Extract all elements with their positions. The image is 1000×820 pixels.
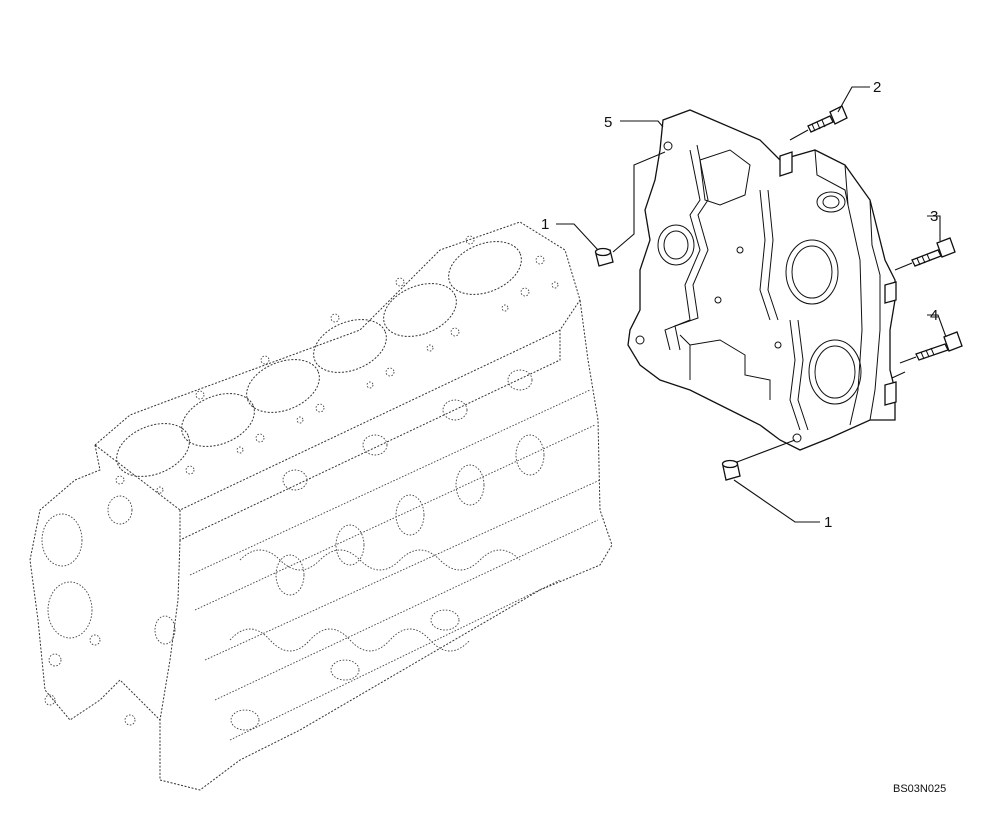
- callout-5: 5: [604, 114, 612, 131]
- cap-screw-icon: [807, 105, 848, 133]
- spacer-bushing-icon: [721, 459, 741, 481]
- spacer-bushing-icon: [594, 247, 614, 267]
- timing-gear-housing-icon: [627, 109, 897, 451]
- callout-1-top: 1: [541, 216, 549, 233]
- drawing-code: BS03N025: [893, 783, 946, 795]
- callout-1-bottom: 1: [824, 514, 832, 531]
- engine-block-icon: [29, 221, 613, 791]
- callout-4: 4: [930, 307, 938, 324]
- leader-lines: [556, 86, 947, 523]
- cap-screw-icon: [911, 237, 956, 267]
- callout-2: 2: [873, 79, 881, 96]
- cap-screw-icon: [915, 331, 963, 361]
- callout-3: 3: [930, 208, 938, 225]
